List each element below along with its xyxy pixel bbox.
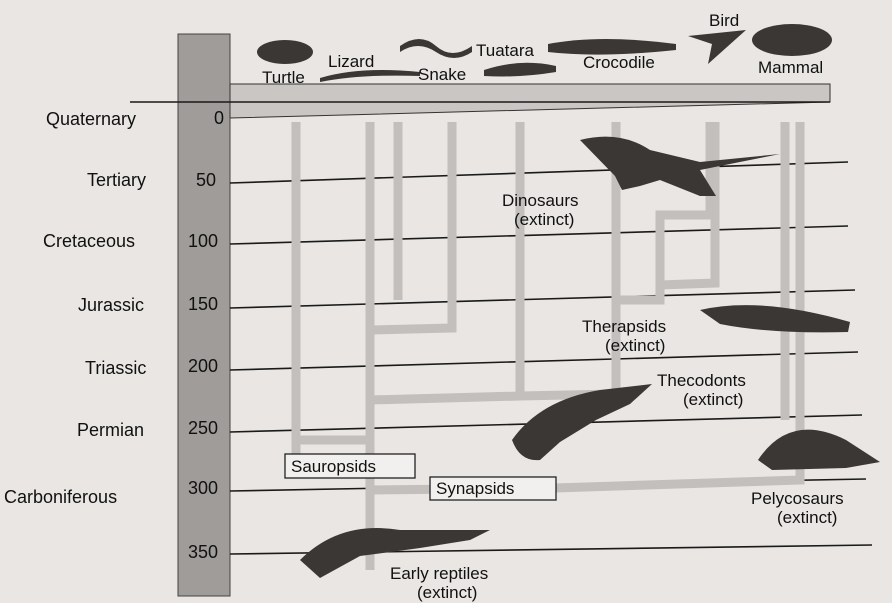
time-line-50 [230,162,848,183]
label-early-reptiles-note: (extinct) [417,583,477,602]
time-line-150 [230,290,855,308]
label-therapsids-note: (extinct) [605,336,665,355]
label-mammal: Mammal [758,58,823,77]
label-pelycosaurs: Pelycosaurs [751,489,844,508]
bird-silhouette [688,30,746,64]
label-tuatara: Tuatara [476,41,535,60]
era-label: Permian [77,420,144,440]
tick-label: 350 [188,542,218,562]
time-line-200 [230,352,858,370]
synapsids-label: Synapsids [436,479,514,498]
label-therapsids: Therapsids [582,317,666,336]
snake-silhouette [400,39,472,58]
tick-label: 250 [188,418,218,438]
pelycosaur-silhouette [758,430,880,470]
tick-label: 50 [196,170,216,190]
tuatara-silhouette [484,63,556,77]
present-day-bar [230,84,830,118]
era-label: Quaternary [46,109,136,129]
branch-diapsid [370,396,520,440]
era-label: Tertiary [87,170,146,190]
era-labels: Quaternary Tertiary Cretaceous Jurassic … [4,109,146,507]
branch-thecodont [520,122,616,396]
label-thecodonts-note: (extinct) [683,390,743,409]
era-label: Triassic [85,358,146,378]
branch-turtle [296,122,300,455]
label-dinosaurs-note: (extinct) [514,210,574,229]
phylogeny-branches [296,122,800,570]
tick-label: 300 [188,478,218,498]
label-turtle: Turtle [262,68,305,87]
label-lizard: Lizard [328,52,374,71]
tick-label: 200 [188,356,218,376]
label-thecodonts: Thecodonts [657,371,746,390]
therapsid-silhouette [700,305,850,332]
era-label: Cretaceous [43,231,135,251]
label-pelycosaurs-note: (extinct) [777,508,837,527]
tick-label: 0 [214,108,224,128]
era-label: Carboniferous [4,487,117,507]
label-dinosaurs: Dinosaurs [502,191,579,210]
label-crocodile: Crocodile [583,53,655,72]
branch-lizard [370,122,452,400]
era-label: Jurassic [78,295,144,315]
label-snake: Snake [418,65,466,84]
label-early-reptiles: Early reptiles [390,564,488,583]
dinosaur-silhouette [580,137,780,196]
label-bird: Bird [709,11,739,30]
tick-label: 100 [188,231,218,251]
turtle-silhouette [257,40,313,64]
sauropsids-label: Sauropsids [291,457,376,476]
lizard-silhouette [320,70,420,82]
mammal-silhouette [752,24,832,56]
tick-label: 150 [188,294,218,314]
